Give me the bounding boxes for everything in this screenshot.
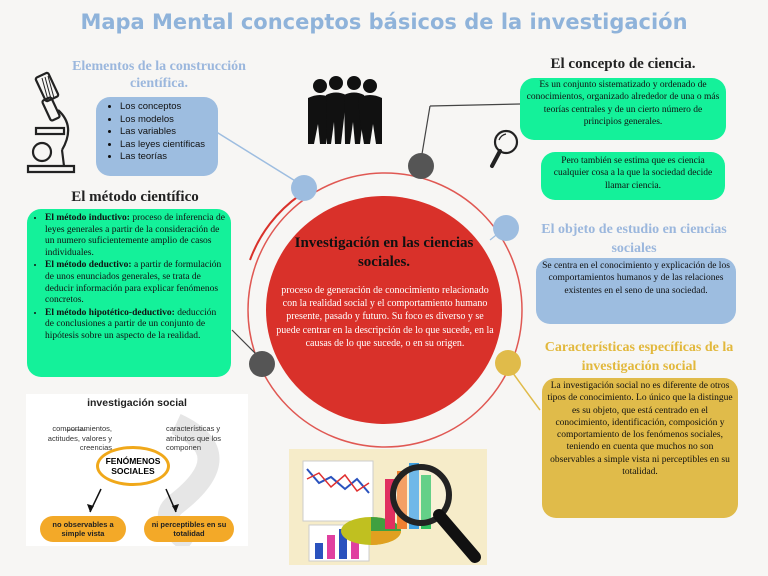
central-topic-circle: Investigación en las ciencias sociales. … [266, 196, 502, 424]
concepto-text-1: Es un conjunto sistematizado y ordenado … [526, 80, 720, 127]
concepto-box-2: Pero también se estima que es ciencia cu… [541, 152, 725, 200]
metodo-heading: El método científico [71, 189, 199, 205]
objeto-heading: El objeto de estudio en ciencias sociale… [541, 222, 727, 256]
node-dot-concepto [408, 153, 434, 179]
caracteristicas-box: La investigación social no es diferente … [542, 378, 738, 518]
infographic-left-label: comportamientos, actitudes, valores y cr… [47, 424, 112, 452]
elementos-box: Los conceptos Los modelos Las variables … [96, 97, 218, 176]
metodo-item-hipotetico: El método hipotético-deductivo: deducció… [45, 308, 227, 343]
concepto-text-2: Pero también se estima que es ciencia cu… [553, 156, 713, 191]
infographic-bottom-right: ni perceptibles en su totalidad [144, 516, 234, 542]
caracteristicas-heading: Características específicas de la invest… [544, 340, 734, 374]
infographic-investigacion-social: investigación social comportamientos, ac… [26, 394, 248, 546]
node-dot-metodo [249, 351, 275, 377]
infographic-right-label: características y atributos que los comp… [166, 424, 222, 452]
page-title: Mapa Mental conceptos básicos de la inve… [80, 10, 688, 34]
metodo-box: El método inductivo: proceso de inferenc… [27, 209, 231, 377]
node-dot-elementos [291, 175, 317, 201]
infographic-center-label: FENÓMENOS SOCIALES [96, 446, 170, 486]
magnifier-icon [490, 129, 519, 168]
objeto-box: Se centra en el conocimiento y explicaci… [536, 258, 736, 324]
microscope-icon [26, 71, 76, 174]
caracteristicas-text: La investigación social no es diferente … [547, 381, 733, 478]
objeto-text: Se centra en el conocimiento y explicaci… [542, 261, 730, 296]
node-dot-caracteristicas [495, 350, 521, 376]
metodo-item-inductivo: El método inductivo: proceso de inferenc… [45, 213, 227, 259]
charts-magnifier-image [289, 449, 487, 565]
infographic-bottom-left: no observables a simple vista [40, 516, 126, 542]
concepto-heading: El concepto de ciencia. [550, 56, 696, 72]
infographic-title: investigación social [87, 397, 187, 409]
concepto-box-1: Es un conjunto sistematizado y ordenado … [520, 78, 726, 140]
elementos-item: Los conceptos [120, 101, 212, 114]
elementos-item: Las variables [120, 126, 212, 139]
people-group-icon [308, 76, 382, 144]
metodo-item-deductivo: El método deductivo: a partir de formula… [45, 260, 227, 306]
central-topic-title: Investigación en las ciencias sociales. [294, 235, 474, 270]
elementos-item: Los modelos [120, 114, 212, 127]
elementos-heading: Elementos de la construcción científica. [72, 59, 246, 91]
elementos-item: Las leyes científicas [120, 139, 212, 152]
elementos-item: Las teorías [120, 151, 212, 164]
node-dot-objeto [493, 215, 519, 241]
central-topic-body: proceso de generación de conocimiento re… [276, 285, 494, 349]
